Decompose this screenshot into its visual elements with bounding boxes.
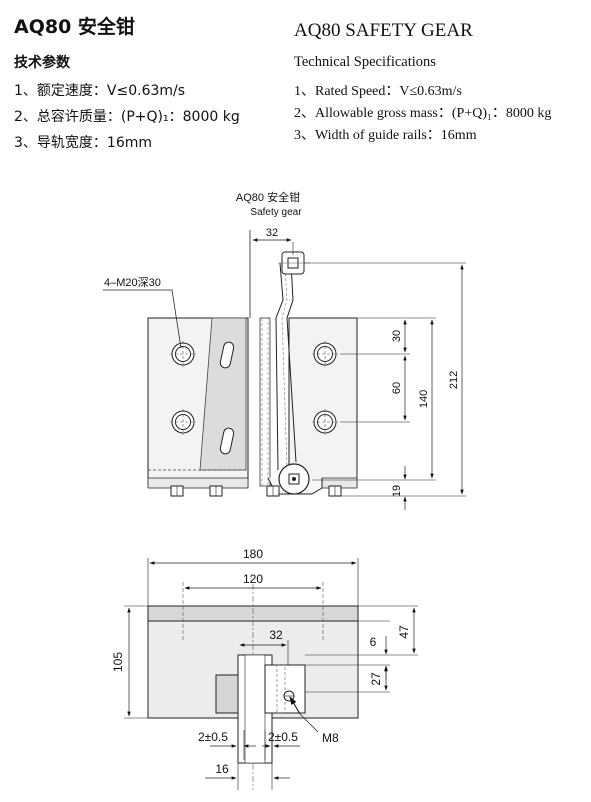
top-dim-47: 47: [397, 607, 416, 654]
tol-left: 2±0.5: [198, 730, 228, 744]
svg-text:60: 60: [391, 382, 403, 394]
dim-120: 120: [184, 572, 322, 590]
top-lever-block: [264, 664, 306, 714]
cn-spec-3: 3、导轨宽度：16mm: [14, 135, 152, 151]
svg-text:30: 30: [391, 330, 403, 342]
roller: [267, 463, 323, 495]
hole-right-lower: [312, 409, 338, 435]
top-dim-105: 105: [111, 607, 131, 717]
cn-title: AQ80 安全钳: [14, 16, 135, 38]
hole-callout: 4–M20深30: [104, 276, 161, 289]
left-block: [147, 317, 249, 489]
dim-top-32: 32: [252, 227, 294, 255]
svg-text:27: 27: [369, 672, 383, 686]
svg-text:19: 19: [391, 485, 403, 497]
top-dim-16: 16: [205, 762, 290, 780]
cn-spec-1: 1、额定速度：V≤0.63m/s: [14, 83, 186, 99]
top-view: 180 120 32: [111, 547, 418, 790]
dim-60: 60: [391, 355, 407, 421]
top-tolerances: 2±0.5 2±0.5: [198, 730, 300, 760]
hole-right-upper: [312, 341, 338, 367]
svg-text:32: 32: [269, 628, 283, 642]
dim-180: 180: [149, 547, 357, 565]
dim-19: 19: [391, 466, 407, 510]
center-guide: [249, 230, 271, 487]
front-caption-cn: AQ80 安全钳: [236, 190, 300, 204]
bottom-bolts: [170, 485, 342, 497]
lever-arm: [275, 251, 310, 471]
svg-text:16: 16: [215, 762, 229, 776]
en-spec-1: 1、Rated Speed：V≤0.63m/s: [294, 84, 462, 99]
dim-30: 30: [391, 319, 407, 353]
right-extensions: [304, 262, 466, 497]
svg-text:47: 47: [397, 625, 411, 639]
en-title: AQ80 SAFETY GEAR: [294, 20, 473, 41]
svg-text:32: 32: [266, 227, 278, 239]
svg-text:M8: M8: [322, 731, 339, 745]
svg-text:6: 6: [370, 635, 377, 649]
hole-left-lower: [170, 409, 196, 435]
slot-upper: [219, 341, 235, 369]
svg-text:140: 140: [418, 390, 430, 408]
svg-text:105: 105: [111, 652, 125, 672]
front-caption-en: Safety gear: [250, 207, 302, 218]
svg-text:120: 120: [243, 572, 263, 586]
top-dim-32: 32: [239, 628, 289, 665]
m8-callout: M8: [289, 696, 339, 745]
cn-spec-2: 2、总容许质量：(P+Q)₁：8000 kg: [14, 109, 240, 125]
en-subtitle: Technical Specifications: [294, 54, 436, 70]
tol-right: 2±0.5: [268, 730, 298, 744]
hole-left-upper: [170, 341, 196, 367]
en-spec-3: 3、Width of guide rails：16mm: [294, 128, 477, 143]
slot-lower: [219, 427, 235, 455]
svg-text:212: 212: [448, 371, 460, 389]
svg-text:180: 180: [243, 547, 263, 561]
front-view: AQ80 安全钳 Safety gear: [103, 190, 466, 510]
en-spec-2: 2、Allowable gross mass：(P+Q)₁：8000 kg: [294, 106, 552, 121]
top-wedge-left: [215, 674, 239, 714]
cn-subtitle: 技术参数: [14, 55, 70, 71]
top-dim-27: 27: [369, 666, 388, 691]
dim-140: 140: [418, 319, 434, 479]
dim-212: 212: [448, 264, 464, 495]
